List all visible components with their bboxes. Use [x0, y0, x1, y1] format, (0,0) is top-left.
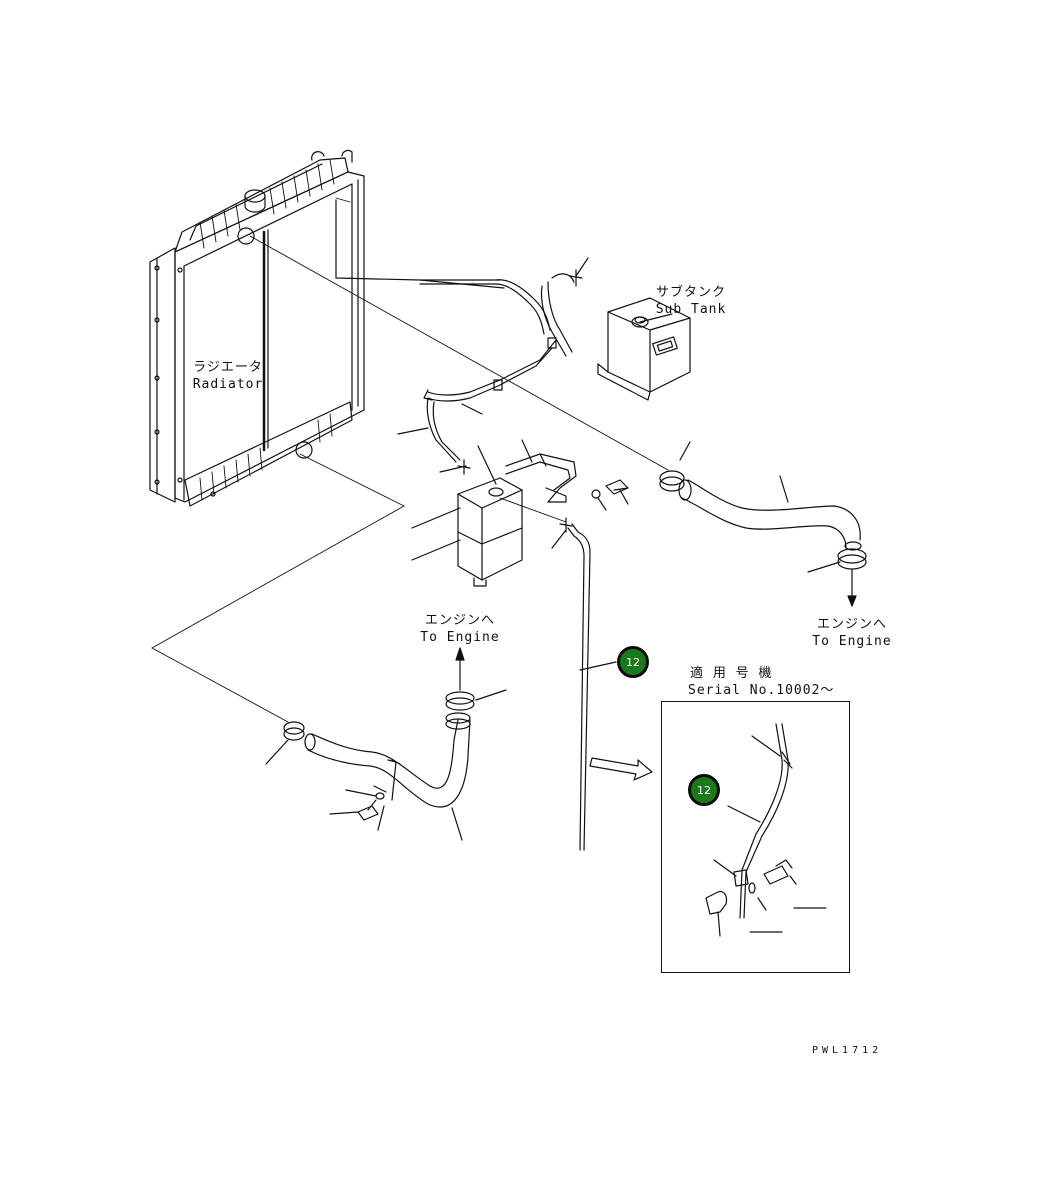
overflow-tube	[335, 199, 589, 463]
upper-hose	[659, 441, 867, 607]
bracket	[505, 439, 629, 511]
pointer-arrow	[589, 757, 653, 781]
radiator-label-jp: ラジエータ	[193, 360, 263, 375]
serial-label-en: Serial No.10002～	[688, 683, 835, 698]
subtank-label-en: Sub Tank	[655, 302, 727, 317]
inset-frame	[661, 701, 850, 973]
lower-hose	[265, 647, 507, 841]
inset-part-number-badge[interactable]: 12	[688, 774, 720, 806]
engine-label-en-left: To Engine	[420, 630, 500, 645]
sub-tank	[597, 297, 691, 401]
part-number-badge[interactable]: 12	[617, 646, 649, 678]
serial-label-jp: 適 用 号 機	[690, 666, 773, 681]
engine-label-jp-right: エンジンへ	[816, 617, 887, 632]
engine-label-en-right: To Engine	[812, 634, 892, 649]
engine-label-jp-left: エンジンへ	[424, 613, 495, 628]
subtank-label-jp: サブタンク	[655, 285, 726, 300]
leader-lines	[151, 197, 669, 723]
inset-detail	[705, 723, 827, 937]
radiator	[149, 149, 365, 507]
vent-tube	[551, 517, 617, 851]
radiator-label-en: Radiator	[192, 377, 264, 392]
reserve-tank	[411, 445, 523, 587]
drawing-code: PWL1712	[812, 1045, 883, 1056]
